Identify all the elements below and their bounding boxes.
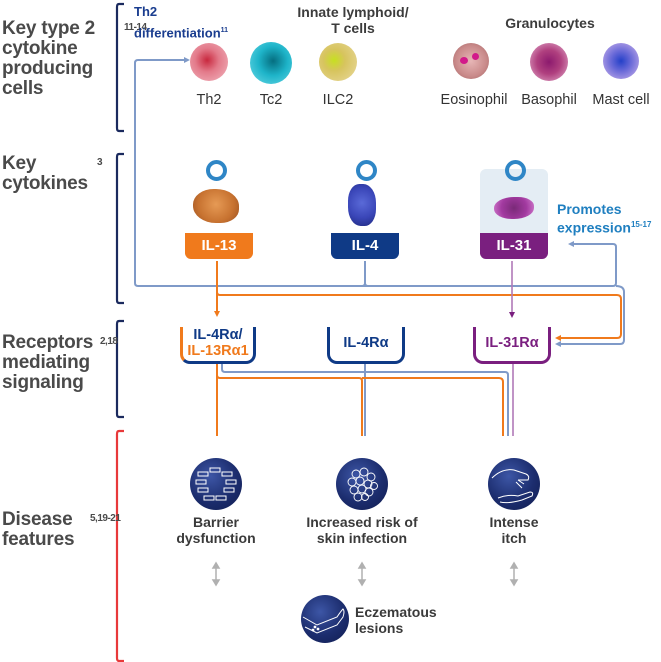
basophil-cell-image <box>530 43 568 81</box>
cell-label-ilc2: ILC2 <box>322 92 354 108</box>
cell-label-basophil: Basophil <box>521 92 577 108</box>
ring-marker-il31 <box>505 160 526 181</box>
cell-label-mast-cell: Mast cell <box>592 92 650 108</box>
cell-label-eosinophil: Eosinophil <box>440 92 508 108</box>
eosinophil-cell-image <box>453 43 489 79</box>
il13-protein-image <box>193 189 239 223</box>
bracket-cytokines <box>115 152 124 305</box>
ring-marker-il4 <box>356 160 377 181</box>
brick-wall-icon <box>190 458 242 510</box>
th2-cell-image <box>190 43 228 81</box>
scratching-hand-icon <box>488 458 540 510</box>
il4-protein-image <box>348 184 376 226</box>
row-label-cells: Key type 2 cytokine producing cells11-14 <box>2 18 147 99</box>
double-arrow-1 <box>211 561 221 587</box>
th2-differentiation-note: Th2 differentiation11 <box>134 4 229 41</box>
group-header-innate: Innate lymphoid/ T cells <box>297 4 409 36</box>
receptor-il4ra-il13ra1: IL-4Rα/ IL-13Rα1 <box>180 327 256 364</box>
il13-branch-line <box>216 291 622 339</box>
r2-orange-branch <box>362 377 504 436</box>
tc2-cell-image <box>250 42 292 84</box>
arrowhead-th2 <box>184 57 190 63</box>
bracket-disease <box>115 429 124 662</box>
arm-lesion-icon <box>301 595 349 643</box>
th2-feedback-line <box>134 59 617 287</box>
feature-label-barrier: Barrier dysfunction <box>176 514 256 546</box>
feature-label-infection: Increased risk of skin infection <box>306 514 418 546</box>
row-label-cytokines: Key cytokines3 <box>2 153 103 194</box>
feature-label-itch: Intense itch <box>489 514 539 546</box>
ilc2-cell-image <box>319 43 357 81</box>
arrowhead-promotes <box>568 241 574 247</box>
receptor-il31ra: IL-31Rα <box>473 327 551 364</box>
row-label-disease: Disease features5,19-21 <box>2 509 121 550</box>
cell-label-th2: Th2 <box>196 92 222 108</box>
il4-stem <box>361 261 369 287</box>
feature-label-eczema: Eczematous lesions <box>355 604 437 636</box>
bacteria-cluster-icon <box>336 458 388 510</box>
promotes-expression-note: Promotes expression15-17 <box>557 201 652 236</box>
il31-protein-image <box>494 197 534 219</box>
bracket-cells <box>115 2 124 133</box>
receptor-il4ra: IL-4Rα <box>327 327 405 364</box>
mast-cell-image <box>603 43 639 79</box>
steel-right-loop <box>559 285 625 345</box>
r1-orange-branch <box>216 374 363 436</box>
row-label-receptors: Receptors mediating signaling2,18 <box>2 332 118 393</box>
double-arrow-3 <box>509 561 519 587</box>
double-arrow-2 <box>357 561 367 587</box>
group-header-granulocytes: Granulocytes <box>505 15 595 31</box>
cytokine-il31: IL-31 <box>480 233 548 259</box>
cell-label-tc2: Tc2 <box>259 92 283 108</box>
cytokine-il13: IL-13 <box>185 233 253 259</box>
cytokine-il4: IL-4 <box>331 233 399 259</box>
ring-marker-il13 <box>206 160 227 181</box>
bracket-receptors <box>115 319 124 419</box>
